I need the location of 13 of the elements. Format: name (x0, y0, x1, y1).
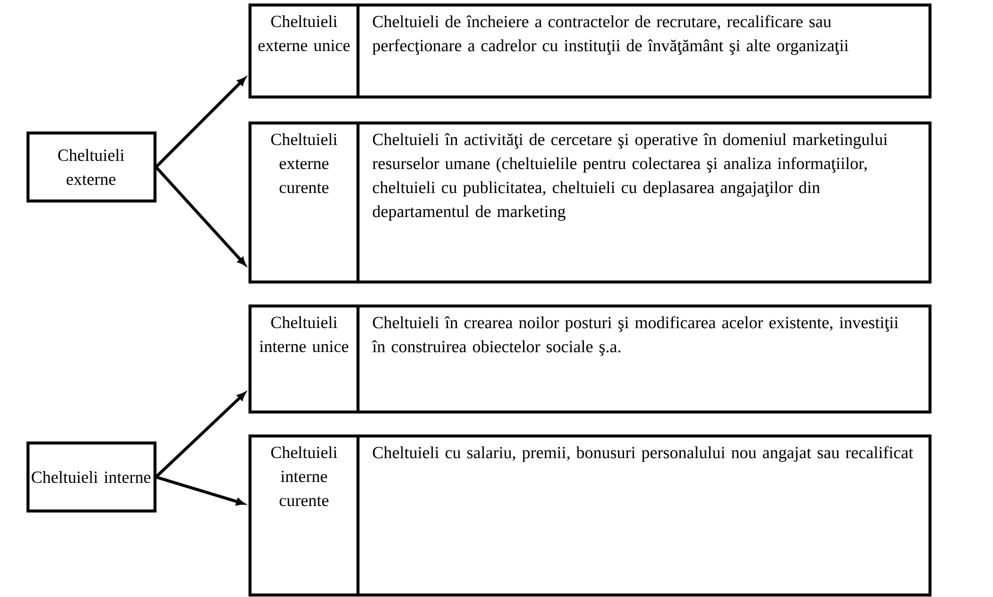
arrow (154, 166, 246, 266)
category-box: Cheltuieli externe (26, 132, 156, 202)
description-box: Cheltuieli cu salariu, premii, bonusuri personalului nou angajat sau recalificat (356, 434, 932, 596)
description-box: Cheltuieli în crearea noilor posturi şi modificarea acelor existente, investiţii în construirea obiectelor sociale ş.a. (356, 304, 932, 414)
arrow (154, 77, 246, 168)
type-box: Cheltuieli externe curente (248, 122, 360, 284)
category-box: Cheltuieli interne (26, 442, 156, 512)
description-box: Cheltuieli în activităţi de cercetare şi operative în domeniul marketingului resurselor umane (cheltuielile pentru colectarea şi analiza informaţiilor, cheltuieli cu publicitatea, cheltuieli cu deplasarea angajaţilor din departamentul de marketing (356, 122, 932, 284)
type-box: Cheltuieli interne curente (248, 434, 360, 596)
type-box: Cheltuieli externe unice (248, 4, 360, 98)
description-box: Cheltuieli de încheiere a contractelor de recrutare, recalificare sau perfecţionare a cadrelor cu instituţii de învăţământ şi alte organizaţii (356, 4, 932, 98)
type-box: Cheltuieli interne unice (248, 304, 360, 414)
arrow (154, 392, 246, 478)
